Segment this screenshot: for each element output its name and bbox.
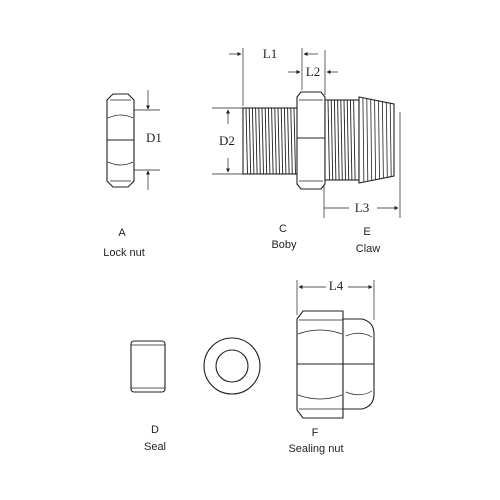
l3-label: L3: [355, 200, 369, 215]
part-d-letter: D: [151, 424, 159, 436]
part-a-name: Lock nut: [103, 247, 145, 259]
hatch-line: [287, 107, 290, 175]
hatch-line: [385, 102, 388, 178]
l1-dimension: L1: [229, 46, 318, 106]
hatch-line: [271, 107, 274, 175]
hatch-line: [293, 107, 296, 175]
hatch-line: [349, 99, 353, 181]
claw-fingers: [362, 97, 392, 183]
part-f-name: Sealing nut: [288, 443, 343, 455]
d2-dimension: D2: [212, 107, 243, 175]
hatch-line: [370, 99, 373, 181]
claw-drawing: [358, 96, 395, 184]
l3-dimension: L3: [323, 112, 401, 218]
hatch-line: [283, 107, 287, 175]
l4-label: L4: [329, 278, 344, 293]
body-right-thread: [327, 99, 356, 181]
hatch-line: [255, 107, 258, 175]
hatch-line: [389, 103, 392, 177]
part-f-letter: F: [312, 427, 319, 439]
d2-label: D2: [219, 133, 235, 148]
hatch-line: [245, 107, 248, 175]
part-e-letter: E: [363, 226, 370, 238]
hatch-line: [290, 107, 293, 175]
hatch-line: [353, 99, 356, 181]
hatch-line: [267, 107, 271, 175]
l1-label: L1: [263, 46, 277, 61]
hatch-line: [251, 107, 255, 175]
hatch-line: [261, 107, 264, 175]
hatch-line: [258, 107, 261, 175]
part-c-letter: C: [279, 223, 287, 235]
hatch-line: [378, 100, 380, 180]
hatch-line: [382, 101, 384, 179]
hatch-line: [330, 99, 334, 181]
seal-side-view: [130, 340, 166, 393]
d1-label: D1: [146, 130, 162, 145]
l2-label: L2: [306, 64, 320, 79]
body-left-thread: [245, 107, 300, 175]
hatch-line: [340, 99, 343, 181]
hatch-line: [346, 99, 350, 181]
hatch-line: [264, 107, 268, 175]
hatch-line: [274, 107, 277, 175]
d1-dimension: D1: [134, 90, 162, 190]
l2-dimension: L2: [288, 50, 338, 95]
part-a-letter: A: [118, 227, 126, 239]
l4-dimension: L4: [296, 278, 375, 320]
seal-front-view: [203, 337, 261, 395]
hatch-line: [280, 107, 284, 175]
hatch-line: [343, 99, 346, 181]
hatch-line: [374, 100, 376, 180]
body-drawing: [242, 91, 360, 190]
part-c-name: Boby: [271, 239, 297, 251]
hatch-line: [366, 98, 369, 182]
part-d-name: Seal: [144, 441, 166, 453]
hatch-line: [333, 99, 337, 181]
sealing-nut-drawing: [296, 310, 375, 419]
lock-nut-drawing: [106, 93, 135, 188]
hatch-line: [362, 97, 365, 183]
hatch-line: [337, 99, 340, 181]
hatch-line: [327, 99, 330, 181]
part-e-name: Claw: [356, 243, 381, 255]
hatch-line: [277, 107, 280, 175]
hatch-line: [248, 107, 252, 175]
